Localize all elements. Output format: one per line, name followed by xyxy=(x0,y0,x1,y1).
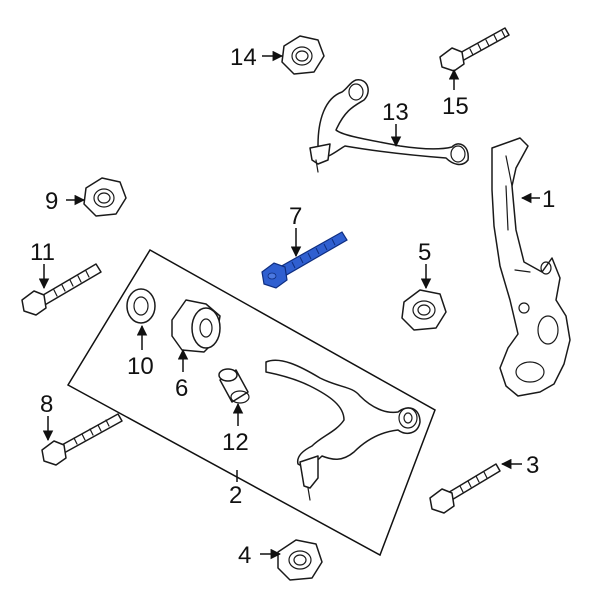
bolt-8[interactable] xyxy=(41,413,123,466)
callout-9: 9 xyxy=(45,188,58,215)
callout-2: 2 xyxy=(229,482,242,509)
callout-13: 13 xyxy=(382,99,409,126)
steering-knuckle-1[interactable] xyxy=(491,137,571,397)
callout-6: 6 xyxy=(175,375,188,402)
callout-14: 14 xyxy=(230,44,257,71)
bolt-11[interactable] xyxy=(21,263,102,316)
nut-4[interactable] xyxy=(277,539,323,581)
callout-1: 1 xyxy=(542,186,555,213)
callout-15: 15 xyxy=(442,93,469,120)
callout-3: 3 xyxy=(526,452,539,479)
sleeve-12[interactable] xyxy=(218,368,250,404)
nut-5[interactable] xyxy=(401,289,447,331)
lower-arm-assembly-box xyxy=(66,248,436,557)
bolt-3[interactable] xyxy=(429,463,501,514)
callout-5: 5 xyxy=(418,239,431,266)
bolt-7-highlighted[interactable] xyxy=(261,231,348,289)
nut-9[interactable] xyxy=(83,177,127,217)
lower-control-arm-2[interactable] xyxy=(265,359,421,501)
nut-14[interactable] xyxy=(281,35,325,75)
bushing-6[interactable] xyxy=(171,299,221,353)
callout-12: 12 xyxy=(222,429,249,456)
callout-4: 4 xyxy=(238,542,251,569)
callout-7: 7 xyxy=(289,203,302,230)
callout-8: 8 xyxy=(40,391,53,418)
washer-10[interactable] xyxy=(126,288,156,324)
bolt-15[interactable] xyxy=(439,27,510,72)
callout-11: 11 xyxy=(30,239,55,266)
callout-10: 10 xyxy=(127,353,154,380)
